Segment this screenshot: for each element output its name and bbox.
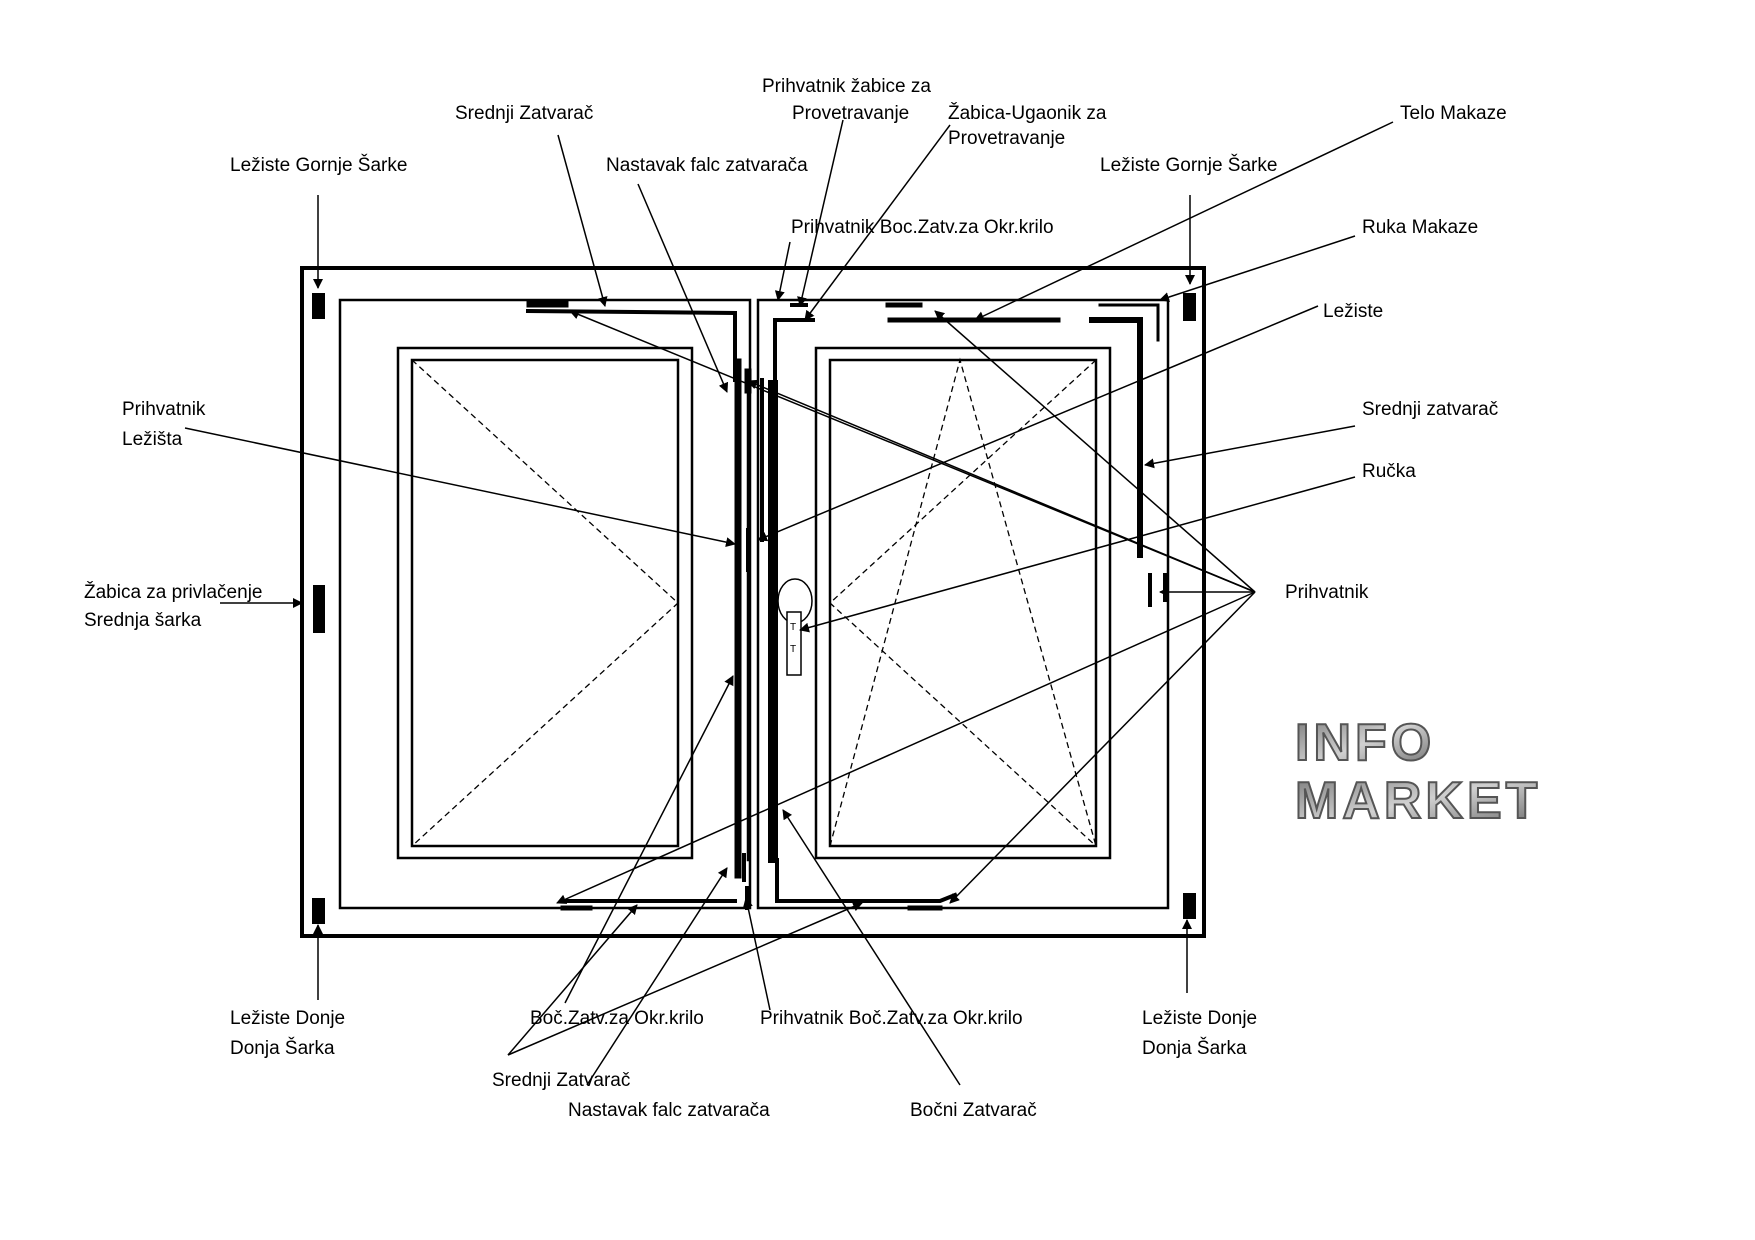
label-prihvatnik-boc-bottom: Prihvatnik Boč.Zatv.za Okr.krilo [760, 1008, 1023, 1029]
handle-icon [786, 611, 802, 676]
label-leziste-donje-left-line2: Donja Šarka [230, 1038, 335, 1059]
label-leziste-donje-right-line1: Ležiste Donje [1142, 1008, 1258, 1029]
right-sash: T T [756, 298, 1170, 910]
top-left-hinge [312, 293, 325, 319]
label-prihvatnik-boc-top: Prihvatnik Boc.Zatv.za Okr.krilo [791, 217, 1054, 238]
svg-text:T: T [790, 644, 796, 655]
handle-mark: T [790, 622, 796, 633]
label-prihvatnik-lezista-line1: Prihvatnik [122, 399, 206, 420]
middle-left-hinge [313, 585, 325, 633]
label-ruka-makaze: Ruka Makaze [1362, 217, 1479, 238]
label-leziste-donje-right-line2: Donja Šarka [1142, 1038, 1247, 1059]
label-prihvatnik-zabice-line2: Provetravanje [792, 103, 910, 124]
right-sash-tilt-lines [829, 357, 1097, 847]
label-nastavak-falc-bottom: Nastavak falc zatvarača [568, 1100, 770, 1121]
outer-frame [300, 266, 1206, 938]
label-prihvatnik-zabice-line1: Prihvatnik žabice za [762, 76, 931, 97]
label-srednja-sarka: Srednja šarka [84, 610, 202, 631]
label-zabica-ugaonik-line2: Provetravanje [948, 128, 1066, 149]
label-zabica-ugaonik-line1: Žabica-Ugaonik za [948, 103, 1107, 124]
hardware-bars [525, 300, 1167, 911]
label-boc-zatv-okr: Boč.Zatv.za Okr.krilo [530, 1008, 704, 1029]
label-prihvatnik: Prihvatnik [1285, 582, 1369, 603]
right-sash-opening-lines [829, 359, 1097, 847]
label-srednji-zatvarac-right: Srednji zatvarač [1362, 399, 1499, 420]
bottom-left-hinge [312, 898, 325, 924]
label-zabica-privlacenje: Žabica za privlačenje [84, 582, 263, 603]
left-sash-opening-lines [411, 359, 679, 847]
label-leziste: Ležiste [1323, 301, 1384, 322]
label-prihvatnik-lezista-line2: Ležišta [122, 429, 183, 450]
label-srednji-zatvarac-bottom: Srednji Zatvarač [492, 1070, 631, 1091]
hinges [312, 293, 1196, 924]
label-leziste-gornje-left: Ležiste Gornje Šarke [230, 155, 408, 176]
left-sash [338, 298, 752, 910]
infomarket-logo: INFO MARKET [1294, 713, 1541, 831]
label-srednji-zatvarac-top: Srednji Zatvarač [455, 103, 594, 124]
label-leziste-donje-left-line1: Ležiste Donje [230, 1008, 346, 1029]
label-bocni-zatvarac: Bočni Zatvarač [910, 1100, 1037, 1121]
top-right-hinge [1183, 293, 1196, 321]
label-leziste-gornje-right: Ležiste Gornje Šarke [1100, 155, 1278, 176]
bottom-right-hinge [1183, 893, 1196, 919]
logo-line1: INFO [1295, 714, 1435, 772]
label-nastavak-falc-top: Nastavak falc zatvarača [606, 155, 808, 176]
label-rucka: Ručka [1362, 461, 1416, 482]
logo-line2: MARKET [1295, 772, 1541, 830]
label-telo-makaze: Telo Makaze [1400, 103, 1507, 124]
callout-lines [184, 119, 1394, 1086]
